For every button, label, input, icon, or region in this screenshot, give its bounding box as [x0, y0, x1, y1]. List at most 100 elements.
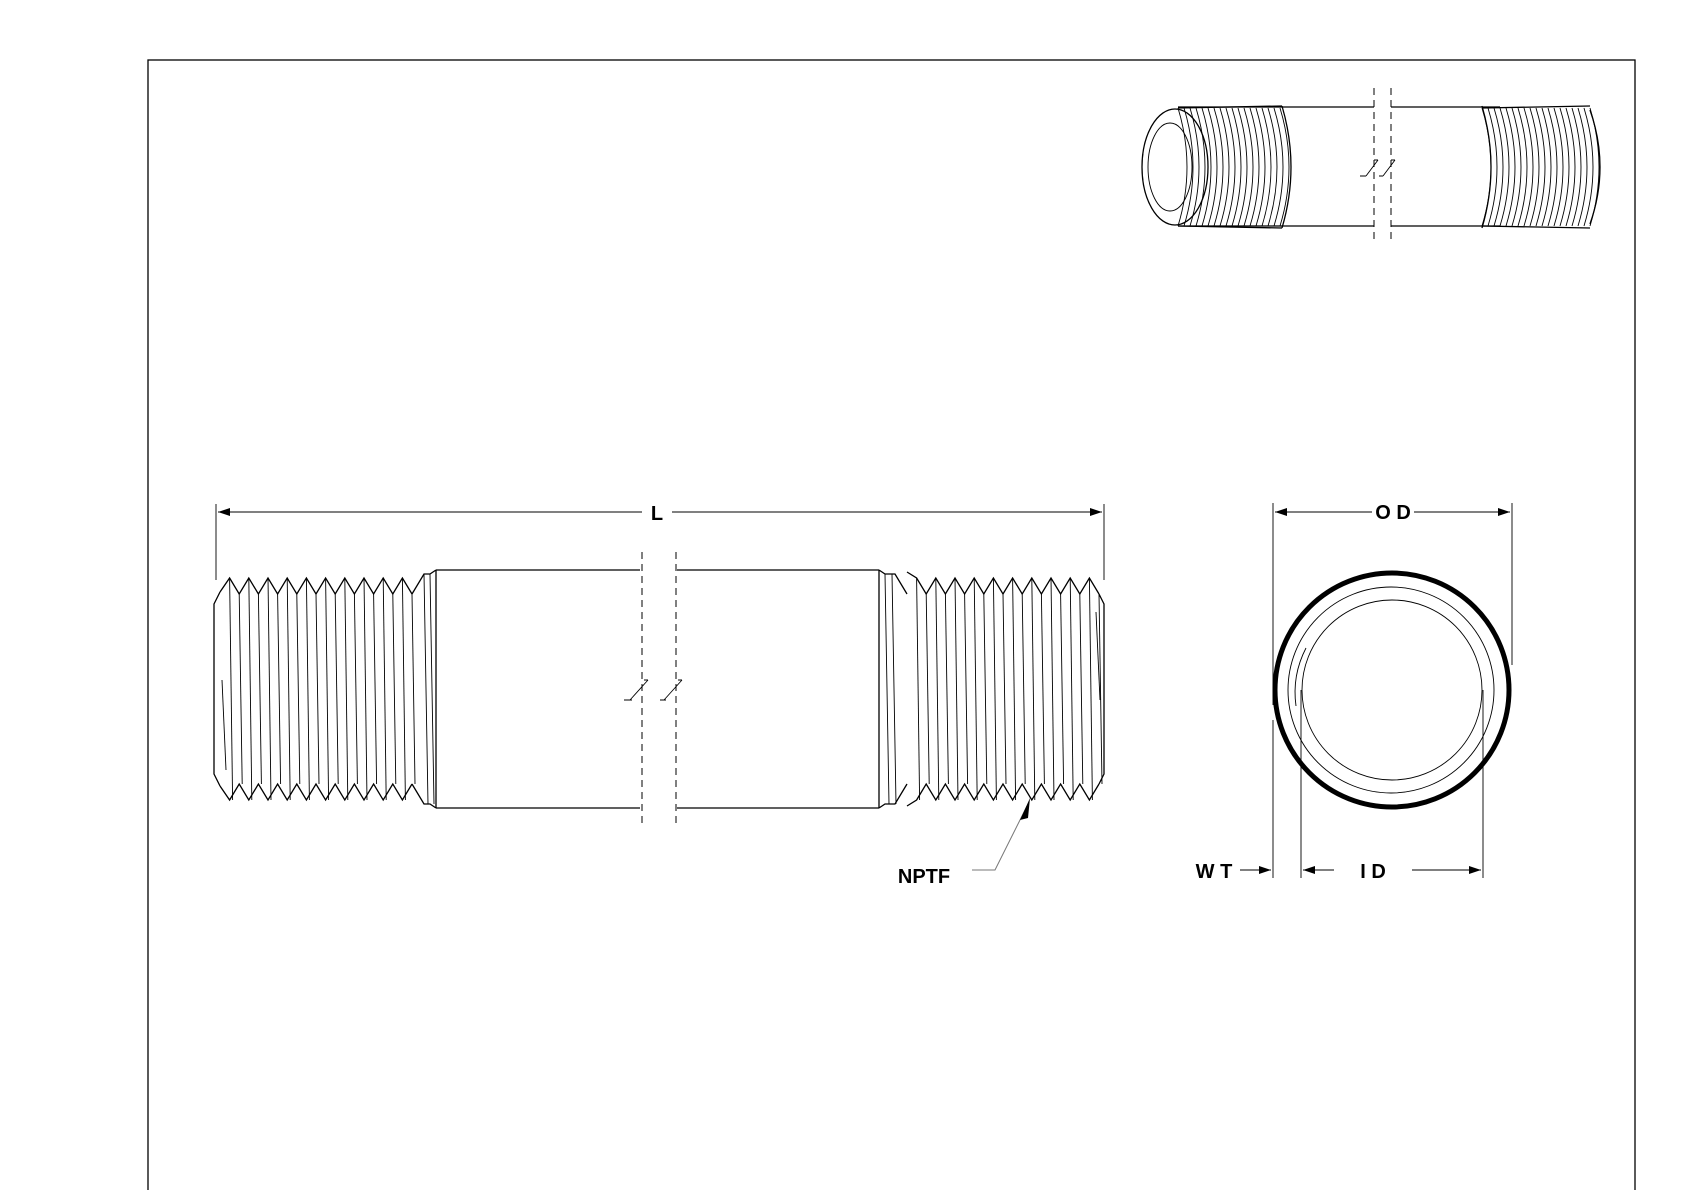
thread-root-line	[964, 593, 969, 785]
thread-helix-line	[286, 577, 291, 801]
end-bore-ring	[1301, 599, 1483, 781]
iso-left-threads	[1177, 105, 1292, 229]
iso-thread-top-edge	[1481, 105, 1591, 109]
thread-runout-lines-right	[884, 573, 897, 805]
iso-thread-arc	[1511, 107, 1522, 227]
iso-thread-arc	[1243, 107, 1254, 227]
iso-thread-arc	[1195, 107, 1206, 227]
thread-root-line	[1021, 593, 1026, 785]
wt-label: W T	[1196, 861, 1233, 883]
thread-helix-line	[1031, 577, 1036, 801]
thread-start-curve-right	[1095, 611, 1101, 701]
iso-thread-arc	[1547, 107, 1558, 227]
thread-root-line	[1079, 593, 1084, 785]
iso-thread-arc	[1523, 107, 1534, 227]
iso-thread-arc	[1559, 107, 1570, 227]
side-body-left	[435, 569, 640, 809]
iso-thread-bottom-edge	[1481, 225, 1591, 229]
iso-thread-arc	[1255, 107, 1266, 227]
iso-thread-arc	[1261, 107, 1272, 227]
iso-thread-arc	[1207, 107, 1218, 227]
side-right-threads	[878, 569, 1105, 809]
thread-runout-left	[411, 569, 437, 809]
iso-thread-arc	[1499, 107, 1510, 227]
thread-helix-line	[229, 577, 234, 801]
iso-thread-arc	[1565, 107, 1576, 227]
iso-thread-arc	[1577, 107, 1588, 227]
iso-thread-arc	[1517, 107, 1528, 227]
thread-root-line	[353, 593, 358, 785]
thread-root-line	[1060, 593, 1065, 785]
iso-thread-arc	[1267, 107, 1278, 227]
thread-root-line	[925, 593, 930, 785]
thread-root-line	[983, 593, 988, 785]
iso-thread-arc	[1583, 107, 1594, 227]
thread-runout-lines-left	[423, 573, 435, 805]
thread-helix-line	[1069, 577, 1074, 801]
length-label: L	[651, 503, 663, 525]
iso-thread-arc	[1535, 107, 1546, 227]
thread-helix-line	[248, 577, 253, 801]
thread-helix-line	[382, 577, 387, 801]
iso-thread-arc	[1571, 107, 1582, 227]
thread-crest-top	[219, 576, 413, 596]
thread-start-curve-left	[221, 679, 227, 771]
iso-left-end-bore	[1147, 122, 1193, 212]
thread-root-line	[373, 593, 378, 785]
iso-right-end	[1589, 109, 1601, 225]
thread-root-line	[1040, 593, 1045, 785]
iso-thread-arc	[1183, 107, 1194, 227]
iso-thread-arc	[1177, 107, 1188, 227]
iso-thread-arc	[1237, 107, 1248, 227]
iso-thread-arc	[1493, 107, 1504, 227]
iso-thread-arc	[1505, 107, 1516, 227]
side-break-mark	[624, 679, 683, 701]
iso-thread-arc	[1529, 107, 1540, 227]
thread-root-line	[277, 593, 282, 785]
thread-root-line	[257, 593, 262, 785]
thread-runout-right	[878, 569, 908, 809]
thread-helix-line	[1012, 577, 1017, 801]
thread-root-line	[238, 593, 243, 785]
thread-helix-line	[973, 577, 978, 801]
thread-helix-line	[1088, 577, 1093, 801]
thread-helix-line	[325, 577, 330, 801]
end-inner-ring	[1287, 586, 1495, 794]
iso-thread-arc	[1553, 107, 1564, 227]
od-label: O D	[1375, 502, 1411, 524]
isometric-view	[1141, 88, 1601, 244]
side-body-right	[677, 569, 880, 809]
thread-end-chamfer-right	[1098, 593, 1105, 785]
iso-thread-arc	[1213, 107, 1224, 227]
thread-root-line	[411, 593, 416, 785]
thread-root-line	[1098, 593, 1103, 785]
iso-break-mark	[1360, 159, 1396, 177]
iso-thread-arc	[1487, 107, 1498, 227]
drawing-border	[147, 59, 1636, 1190]
thread-callout-label: NPTF	[898, 866, 950, 888]
iso-thread-arc	[1219, 107, 1230, 227]
iso-thread-arc	[1225, 107, 1236, 227]
thread-crest-bottom	[906, 782, 1100, 807]
thread-root-line	[1002, 593, 1007, 785]
iso-thread-arc	[1541, 107, 1552, 227]
thread-helix-line	[401, 577, 406, 801]
end-view: O D W T I D	[1196, 502, 1513, 883]
iso-thread-arc	[1231, 107, 1242, 227]
thread-helix-line	[305, 577, 310, 801]
end-outer-ring	[1272, 570, 1512, 810]
thread-crest-bottom	[219, 782, 413, 802]
iso-thread-arc	[1201, 107, 1212, 227]
iso-thread-arc	[1273, 107, 1284, 227]
iso-thread-arc	[1189, 107, 1200, 227]
thread-helix-line	[1050, 577, 1055, 801]
thread-callout-leader	[972, 805, 1028, 871]
iso-thread-arc	[1279, 107, 1290, 227]
iso-thread-runout-left	[1281, 105, 1292, 229]
side-view: L NPTF	[213, 503, 1105, 888]
end-thread-start-arc	[1294, 647, 1307, 707]
iso-thread-arc	[1249, 107, 1260, 227]
thread-callout-arrowhead	[1020, 798, 1030, 820]
thread-helix-line	[267, 577, 272, 801]
